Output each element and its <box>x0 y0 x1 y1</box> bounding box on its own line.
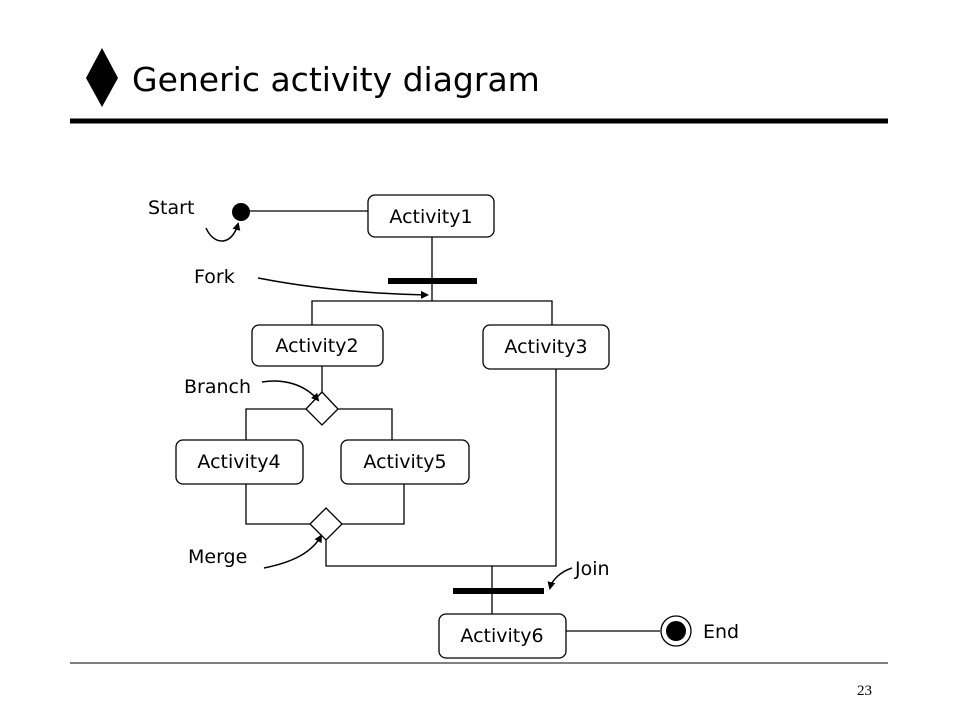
branch-callout-label: Branch <box>184 376 251 398</box>
branch-diamond <box>305 391 339 426</box>
join-callout-label: Join <box>574 558 610 580</box>
activity1-node: Activity1 <box>367 194 495 238</box>
activity5-node: Activity5 <box>340 439 470 485</box>
activity6-node: Activity6 <box>438 613 567 659</box>
merge-callout-arrow <box>263 534 322 569</box>
merge-diamond <box>309 507 343 541</box>
start-callout-arrow <box>205 222 241 242</box>
join-callout-arrow <box>547 567 573 590</box>
activity5-label: Activity5 <box>363 451 446 473</box>
fork-callout-arrow <box>257 277 429 299</box>
activity2-label: Activity2 <box>275 335 358 357</box>
start-node <box>232 203 250 221</box>
activity4-label: Activity4 <box>197 451 280 473</box>
activity3-label: Activity3 <box>504 336 587 358</box>
activity1-label: Activity1 <box>389 206 472 228</box>
page-number: 23 <box>857 683 872 699</box>
slide-title: Generic activity diagram <box>132 60 540 99</box>
branch-callout-arrow <box>261 380 320 402</box>
activity4-node: Activity4 <box>175 439 304 485</box>
edge-merge-join <box>325 540 492 567</box>
edge-activity4-merge <box>245 484 310 525</box>
activity3-node: Activity3 <box>482 324 610 370</box>
fork-callout-label: Fork <box>194 266 235 288</box>
title-bullet-diamond-icon <box>86 48 118 107</box>
edge-activity5-merge <box>342 484 405 525</box>
merge-callout-label: Merge <box>188 546 247 568</box>
end-node-core <box>666 621 686 641</box>
end-callout-label: End <box>703 621 739 643</box>
activity6-label: Activity6 <box>460 625 543 647</box>
edge-fork-split <box>311 300 553 325</box>
activity2-node: Activity2 <box>251 324 384 367</box>
start-callout-label: Start <box>148 197 194 219</box>
edge-activity3-join <box>492 369 557 567</box>
